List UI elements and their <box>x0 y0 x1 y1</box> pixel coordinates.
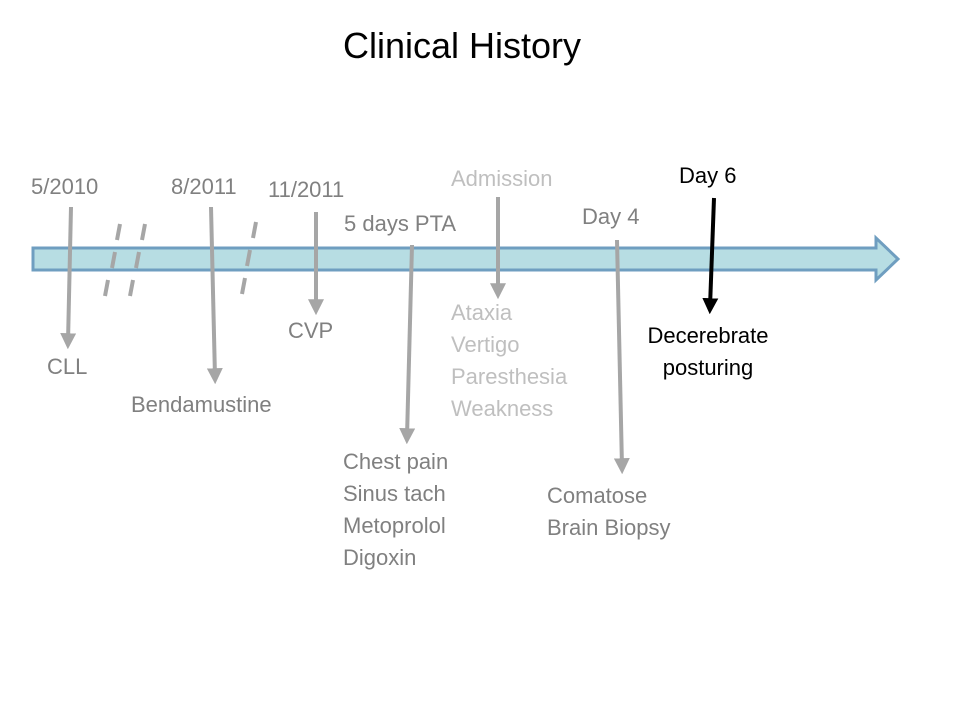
date-8-2011: 8/2011 <box>171 174 237 199</box>
event-pta-list: Chest pain Sinus tach Metoprolol Digoxin <box>343 446 448 574</box>
event-cvp: CVP <box>288 318 334 343</box>
event-bendamustine: Bendamustine <box>131 392 272 417</box>
event-arrow-day4 <box>613 239 630 475</box>
event-admission-list: Ataxia Vertigo Paresthesia Weakness <box>451 297 567 425</box>
timeline-arrow <box>31 234 901 284</box>
event-arrow-pta <box>399 244 416 445</box>
list-item: Digoxin <box>343 545 417 570</box>
event-arrow-day6 <box>702 197 719 315</box>
date-day-4: Day 4 <box>582 204 640 229</box>
date-5-days-pta: 5 days PTA <box>344 211 457 236</box>
list-item: Decerebrate <box>647 323 769 348</box>
date-5-2010: 5/2010 <box>31 174 99 199</box>
event-day6-list: Decerebrate posturing <box>630 320 786 384</box>
event-cll: CLL <box>47 354 88 379</box>
list-item: Sinus tach <box>343 481 446 506</box>
event-day4-list: Comatose Brain Biopsy <box>547 480 671 544</box>
list-item: Vertigo <box>451 332 520 357</box>
list-item: Comatose <box>547 483 648 508</box>
list-item: Weakness <box>451 396 554 421</box>
time-break-marks <box>103 221 258 297</box>
list-item: Paresthesia <box>451 364 568 389</box>
date-day-6: Day 6 <box>679 163 737 188</box>
date-11-2011: 11/2011 <box>268 177 345 202</box>
list-item: Brain Biopsy <box>547 515 671 540</box>
list-item: Ataxia <box>451 300 513 325</box>
event-arrow-5-2010 <box>60 206 77 350</box>
list-item: Chest pain <box>343 449 449 474</box>
event-arrow-8-2011 <box>206 206 223 385</box>
list-item: Metoprolol <box>343 513 446 538</box>
date-admission: Admission <box>451 166 553 191</box>
list-item: posturing <box>662 355 754 380</box>
page-title: Clinical History <box>343 25 582 66</box>
